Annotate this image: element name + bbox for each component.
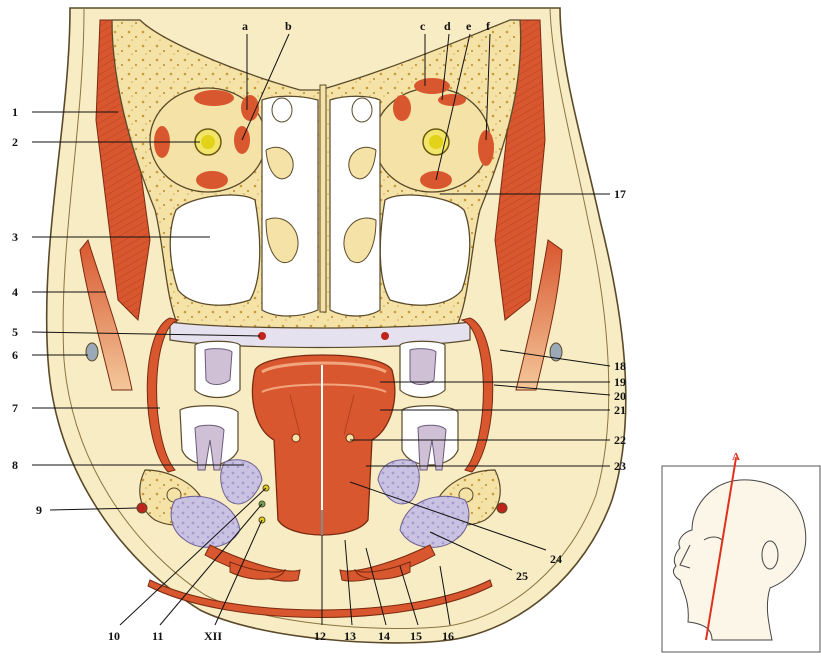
label-2: 2 <box>12 135 18 149</box>
facial-artery-right <box>497 503 507 513</box>
label-7: 7 <box>12 401 18 415</box>
label-1: 1 <box>12 105 18 119</box>
label-6: 6 <box>12 348 18 362</box>
label-16: 16 <box>442 629 454 643</box>
label-20: 20 <box>614 389 626 403</box>
orbit-left <box>150 88 266 192</box>
label-4: 4 <box>12 285 18 299</box>
label-e: e <box>466 19 472 33</box>
nasal-cavity <box>262 85 380 316</box>
label-15: 15 <box>410 629 422 643</box>
label-22: 22 <box>614 433 626 447</box>
inset-head-profile: A <box>662 451 820 652</box>
label-8: 8 <box>12 458 18 472</box>
left-labels: 1 2 3 4 5 6 7 8 9 <box>12 105 42 517</box>
label-25: 25 <box>516 569 528 583</box>
palatine-vessel-right <box>381 332 389 340</box>
label-c: c <box>420 19 426 33</box>
label-21: 21 <box>614 403 626 417</box>
label-17: 17 <box>614 187 626 201</box>
label-XII: XII <box>204 629 222 643</box>
parotid-duct-left <box>86 343 98 361</box>
label-11: 11 <box>152 629 163 643</box>
label-12: 12 <box>314 629 326 643</box>
label-18: 18 <box>614 359 626 373</box>
label-13: 13 <box>344 629 356 643</box>
label-3: 3 <box>12 230 18 244</box>
label-b: b <box>285 19 292 33</box>
label-a: a <box>242 19 248 33</box>
label-19: 19 <box>614 375 626 389</box>
maxillary-sinus-right <box>380 195 470 305</box>
facial-artery-left <box>137 503 147 513</box>
inset-ear <box>762 541 778 569</box>
label-5: 5 <box>12 325 18 339</box>
label-23: 23 <box>614 459 626 473</box>
inset-marker-A: A <box>732 451 740 463</box>
label-9: 9 <box>36 503 42 517</box>
label-10: 10 <box>108 629 120 643</box>
maxillary-sinus-left <box>170 195 260 305</box>
label-24: 24 <box>550 552 562 566</box>
label-14: 14 <box>378 629 390 643</box>
label-d: d <box>444 19 451 33</box>
